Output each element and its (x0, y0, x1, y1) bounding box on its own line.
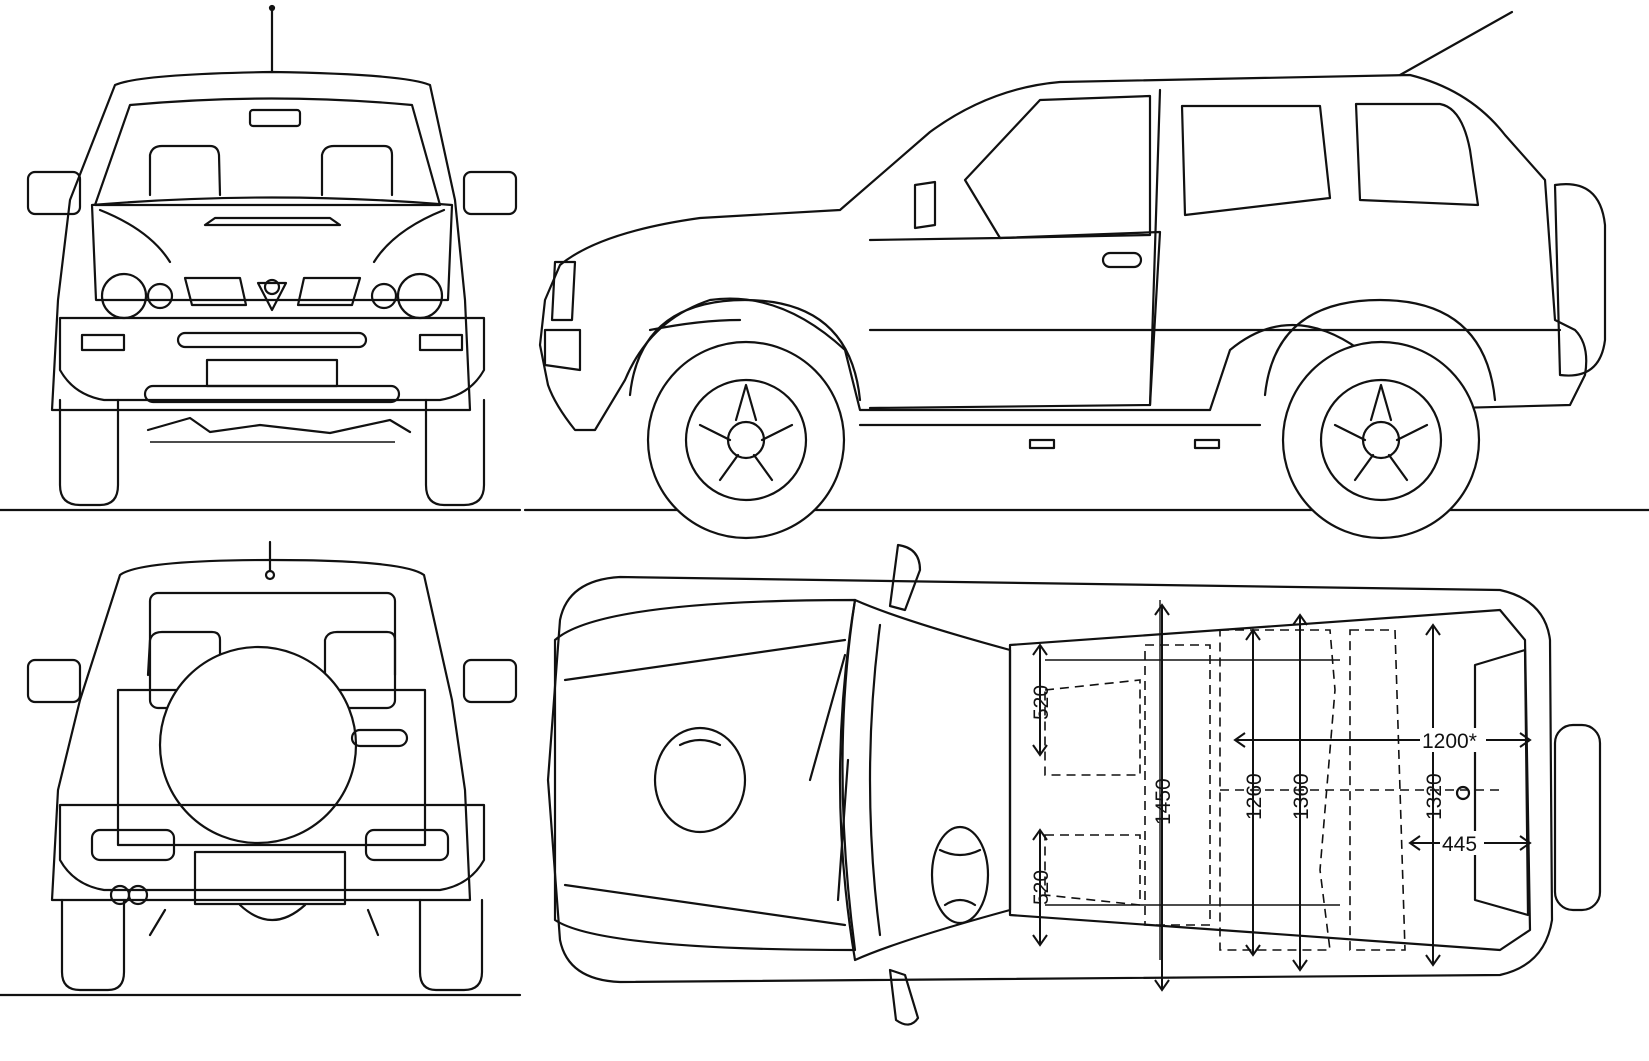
dim-label-520-front: 520 (1030, 685, 1053, 720)
dim-1360: 1360 (1290, 613, 1313, 972)
dim-520-top: 520 (1030, 643, 1053, 757)
dim-label-1360: 1360 (1290, 773, 1313, 820)
front-view (0, 4, 522, 512)
top-view: 520 520 1450 1260 1360 1320 (546, 543, 1602, 1026)
dim-1200: 1200* (1233, 728, 1532, 753)
dim-445: 445 (1408, 831, 1532, 856)
side-view (523, 10, 1649, 540)
rear-view (0, 540, 522, 997)
dim-1260: 1260 (1243, 628, 1266, 957)
dim-label-1200: 1200* (1422, 730, 1477, 753)
dim-1320: 1320 (1423, 623, 1446, 967)
dim-label-1450: 1450 (1152, 778, 1175, 825)
dim-1450: 1450 (1152, 603, 1175, 992)
dim-label-445: 445 (1442, 833, 1477, 856)
dim-label-520-rear: 520 (1030, 870, 1053, 905)
dim-520-bottom: 520 (1030, 828, 1053, 947)
dim-label-1260: 1260 (1243, 773, 1266, 820)
dim-label-1320: 1320 (1423, 773, 1446, 820)
